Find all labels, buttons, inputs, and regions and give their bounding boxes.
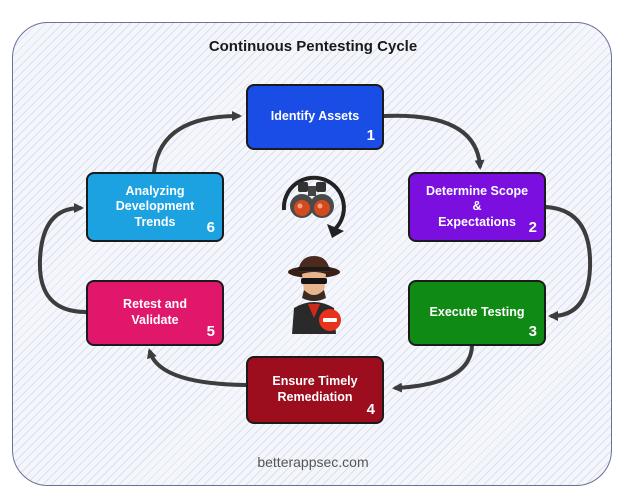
step-label: Execute Testing [429, 305, 525, 320]
step-number: 5 [206, 323, 215, 341]
binoculars-cycle-icon [281, 175, 346, 238]
diagram-title: Continuous Pentesting Cycle [208, 38, 418, 55]
arrow-6-to-1 [152, 111, 242, 174]
arrow-2-to-3 [544, 205, 593, 321]
step-label: Identify Assets [270, 109, 360, 124]
step-number: 4 [366, 401, 375, 419]
step-number: 1 [366, 127, 375, 145]
arrow-5-to-6 [37, 203, 88, 314]
step-number: 3 [528, 323, 537, 341]
step-retest-validate: Retest and Validate 5 [86, 280, 224, 346]
arrow-1-to-2 [382, 113, 485, 170]
arrow-3-to-4 [392, 344, 474, 393]
step-number: 6 [206, 219, 215, 237]
step-label: Ensure Timely Remediation [272, 374, 358, 404]
arrow-4-to-5 [147, 348, 248, 387]
step-identify-assets: Identify Assets 1 [246, 84, 384, 150]
hacker-icon [288, 256, 341, 334]
source-credit: betterappsec.com [257, 454, 369, 470]
step-label: Determine Scope & Expectations [425, 183, 529, 229]
step-ensure-remediation: Ensure Timely Remediation 4 [246, 356, 384, 424]
step-label: Retest and Validate [123, 297, 187, 327]
step-number: 2 [528, 219, 537, 237]
step-execute-testing: Execute Testing 3 [408, 280, 546, 346]
step-label: Analyzing Development Trends [115, 183, 195, 229]
step-determine-scope: Determine Scope & Expectations 2 [408, 172, 546, 242]
step-analyzing-trends: Analyzing Development Trends 6 [86, 172, 224, 242]
